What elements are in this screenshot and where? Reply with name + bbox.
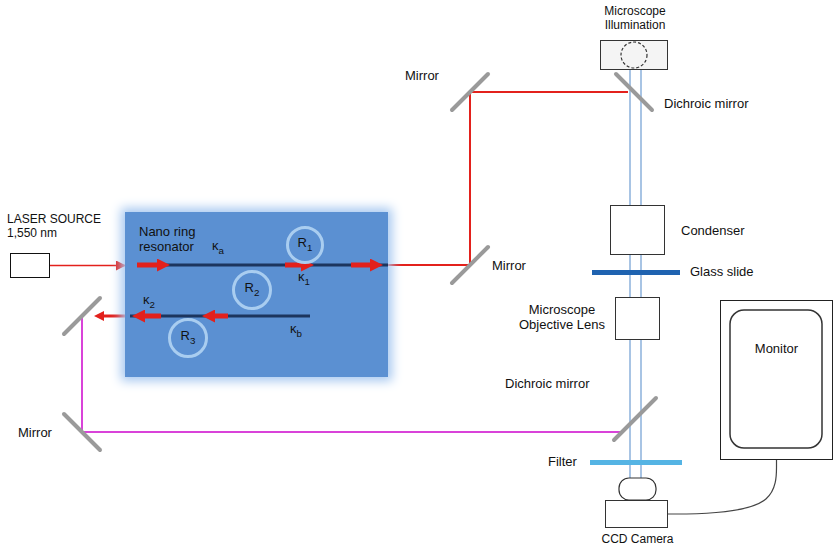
subscript: 1 bbox=[305, 276, 310, 287]
signal-arrow bbox=[351, 263, 370, 268]
condenser-label: Condenser bbox=[681, 223, 745, 238]
resonator-chip: Nano ring resonator R1R2R3 bbox=[125, 212, 388, 377]
monitor-label: Monitor bbox=[721, 341, 832, 356]
ring-label: R3 bbox=[181, 328, 196, 348]
ccd-camera: CCD Camera bbox=[605, 500, 668, 528]
dichroic-mirror bbox=[614, 398, 656, 440]
subscript: a bbox=[219, 245, 224, 256]
monitor-screen bbox=[721, 301, 831, 458]
monitor-box: Monitor bbox=[720, 300, 833, 460]
coupling-label: κ2 bbox=[143, 292, 155, 312]
dichroic-mirror bbox=[616, 74, 652, 110]
laser-beam bbox=[385, 92, 628, 265]
mirror bbox=[64, 298, 100, 334]
ring-label: R2 bbox=[245, 280, 260, 300]
illumination-box: Microscope Illumination bbox=[600, 40, 668, 70]
ring-resonator: R1 bbox=[286, 226, 324, 264]
subscript: 2 bbox=[150, 299, 155, 310]
mirror bbox=[64, 414, 100, 450]
subscript: 2 bbox=[254, 287, 259, 298]
glass-slide bbox=[592, 270, 680, 275]
mirror-label: Mirror bbox=[18, 425, 52, 440]
mirror-label: Dichroic mirror bbox=[664, 96, 749, 111]
camera-label: CCD Camera bbox=[576, 532, 699, 546]
ring-resonator: R2 bbox=[232, 270, 272, 310]
mirror-label: Mirror bbox=[405, 68, 439, 83]
lens-outline bbox=[619, 478, 656, 500]
signal-arrow bbox=[215, 314, 228, 319]
filter-label: Filter bbox=[548, 454, 577, 469]
signal-arrow bbox=[145, 314, 161, 319]
mirror-label: Dichroic mirror bbox=[505, 376, 590, 391]
condenser-box: Condenser bbox=[610, 205, 665, 255]
mirror-label: Mirror bbox=[492, 258, 526, 273]
laser-beam bbox=[104, 315, 125, 318]
waveguide bbox=[130, 315, 310, 318]
chip-title: Nano ring resonator bbox=[139, 224, 211, 254]
camera-lens bbox=[618, 477, 658, 501]
subscript: 1 bbox=[307, 242, 312, 253]
source-label: LASER SOURCE 1,550 nm bbox=[7, 212, 117, 240]
coupling-label: κ1 bbox=[298, 269, 310, 289]
laser-source: LASER SOURCE 1,550 nm bbox=[10, 253, 50, 278]
slide-label: Glass slide bbox=[690, 264, 754, 279]
signal-arrow bbox=[137, 263, 157, 268]
ring-resonator: R3 bbox=[168, 318, 208, 358]
illumination-label: Microscope Illumination bbox=[590, 4, 680, 32]
filter bbox=[590, 460, 682, 465]
objective-label: Microscope Objective Lens bbox=[512, 302, 612, 332]
objective-lens-box: Microscope Objective Lens bbox=[615, 297, 660, 340]
laser-feed bbox=[50, 265, 125, 267]
coupling-label: κb bbox=[290, 321, 302, 341]
signal-arrow bbox=[285, 263, 301, 268]
lamp-symbol bbox=[601, 41, 667, 69]
lamp-outline bbox=[621, 42, 647, 68]
signal-cable bbox=[668, 460, 777, 514]
waveguide bbox=[140, 264, 388, 267]
coupling-label: κa bbox=[212, 238, 224, 258]
subscript: b bbox=[297, 328, 302, 339]
subscript: 3 bbox=[190, 335, 195, 346]
screen-outline bbox=[730, 310, 822, 448]
mirror bbox=[452, 74, 488, 110]
mirror bbox=[452, 247, 488, 283]
ring-label: R1 bbox=[298, 235, 313, 255]
